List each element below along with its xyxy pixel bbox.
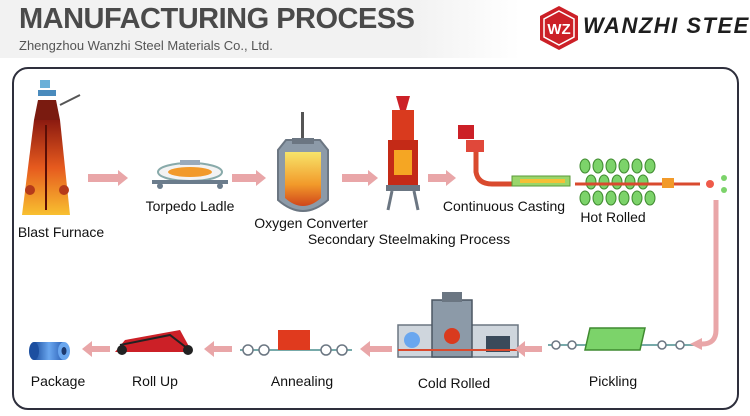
arrow-right-icon — [342, 170, 378, 186]
arrow-left-icon — [690, 338, 702, 350]
step-label-roll-up: Roll Up — [132, 373, 178, 389]
blast-furnace-icon — [22, 80, 81, 215]
step-label-continuous-casting: Continuous Casting — [443, 198, 565, 214]
continuous-casting-icon — [458, 125, 571, 187]
arrow-left-icon — [82, 341, 110, 357]
step-label-oxygen-converter: Oxygen Converter — [254, 215, 368, 231]
brand-logo: WZ WANZHI STEEL — [537, 4, 750, 54]
header-band — [0, 0, 520, 58]
cold-rolled-icon — [397, 292, 519, 358]
step-label-hot-rolled: Hot Rolled — [580, 209, 645, 225]
hot-rolled-icon — [575, 158, 727, 206]
secondary-steelmaking-icon — [386, 96, 420, 211]
logo-emblem-icon: WZ — [540, 6, 578, 50]
oxygen-converter-icon — [277, 112, 329, 212]
step-label-torpedo-ladle: Torpedo Ladle — [146, 198, 235, 214]
step-label-blast-furnace: Blast Furnace — [18, 224, 105, 240]
step-label-package: Package — [31, 373, 86, 389]
pickling-icon — [548, 327, 700, 351]
brand-name: WANZHI STEEL — [583, 13, 750, 38]
logo-monogram: WZ — [547, 21, 570, 38]
page-title: MANUFACTURING PROCESS — [19, 3, 415, 35]
process-panel — [12, 67, 739, 410]
company-subtitle: Zhengzhou Wanzhi Steel Materials Co., Lt… — [19, 38, 273, 53]
arrow-left-icon — [204, 341, 232, 357]
arrow-left-icon — [360, 341, 392, 357]
torpedo-ladle-icon — [152, 160, 228, 189]
package-coil-icon — [29, 342, 70, 360]
step-label-pickling: Pickling — [589, 373, 637, 389]
roll-up-icon — [115, 330, 193, 355]
arrow-left-icon — [515, 341, 542, 357]
flow-arrows — [82, 170, 542, 357]
step-label-cold-rolled: Cold Rolled — [418, 375, 490, 391]
step-label-secondary-steelmaking: Secondary Steelmaking Process — [308, 231, 510, 247]
arrow-right-icon — [232, 170, 266, 186]
arrow-right-icon — [88, 170, 128, 186]
connector-down-left — [700, 200, 719, 347]
arrow-right-icon — [428, 170, 456, 186]
annealing-icon — [240, 330, 352, 356]
step-label-annealing: Annealing — [271, 373, 333, 389]
